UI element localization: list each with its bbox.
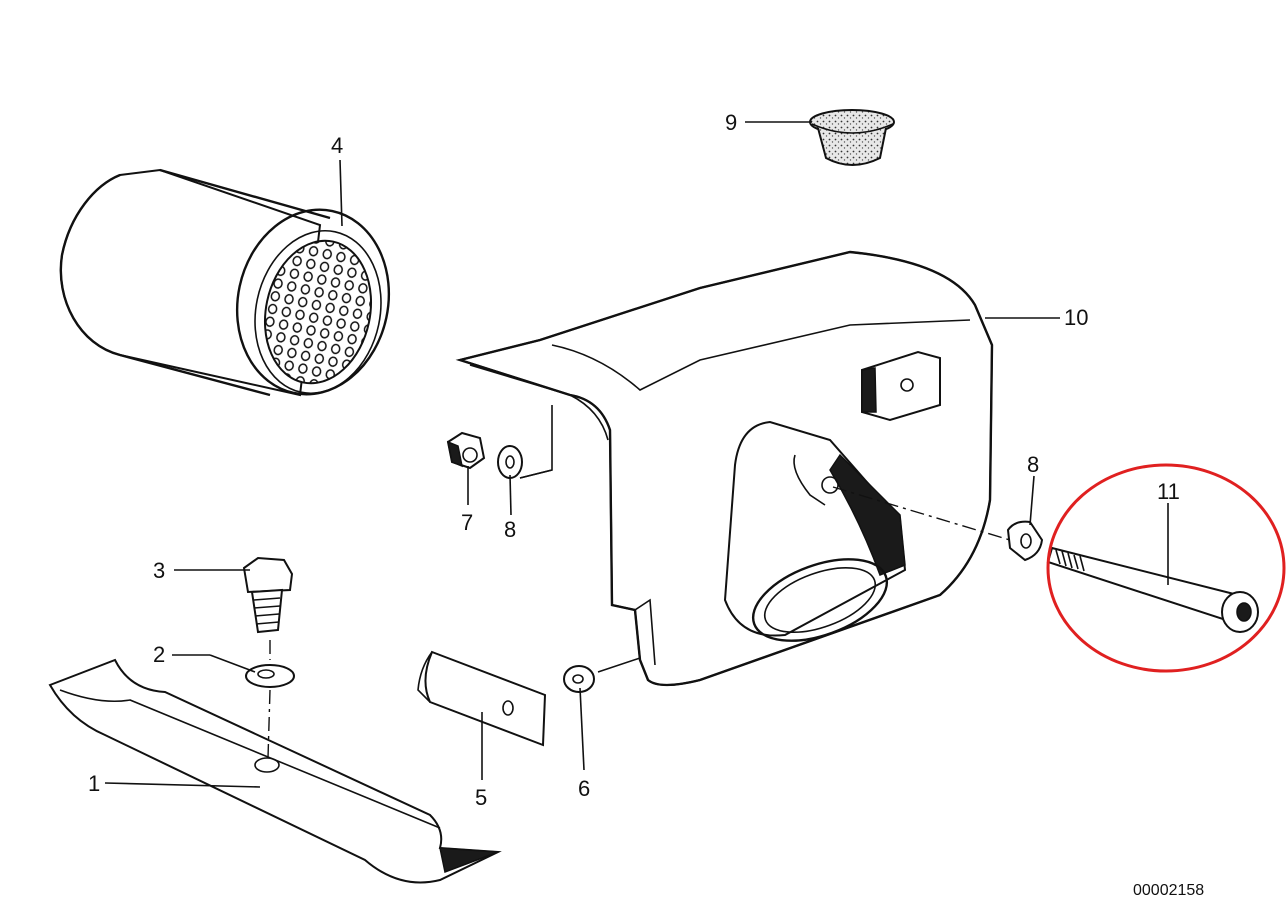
callout-8-left: 8 xyxy=(504,517,516,542)
diagram-reference-code: 00002158 xyxy=(1133,882,1204,899)
long-bolt xyxy=(1046,546,1259,633)
flat-washer xyxy=(563,665,595,693)
grommet xyxy=(809,109,895,166)
mounting-strap xyxy=(48,658,502,884)
callout-4: 4 xyxy=(331,133,343,158)
nut xyxy=(446,431,486,470)
callout-7: 7 xyxy=(461,510,473,535)
highlight-circle xyxy=(1046,463,1286,673)
callout-6: 6 xyxy=(578,776,590,801)
air-filter-element xyxy=(59,168,391,397)
callout-11: 11 xyxy=(1157,479,1180,504)
callout-5: 5 xyxy=(475,785,487,810)
filter-housing-cover xyxy=(455,250,994,687)
leader-lines xyxy=(104,121,1169,788)
callout-3: 3 xyxy=(153,558,165,583)
plate xyxy=(417,650,547,747)
callout-8-right: 8 xyxy=(1027,452,1039,477)
hex-bolt xyxy=(242,556,294,634)
lock-washer xyxy=(245,664,295,688)
callout-2: 2 xyxy=(153,642,165,667)
washer-left xyxy=(497,445,523,479)
washer-right xyxy=(1006,520,1044,562)
callout-10: 10 xyxy=(1064,305,1088,330)
callout-9: 9 xyxy=(725,110,737,135)
assembly-lines xyxy=(267,469,1011,759)
callout-1: 1 xyxy=(88,771,100,796)
